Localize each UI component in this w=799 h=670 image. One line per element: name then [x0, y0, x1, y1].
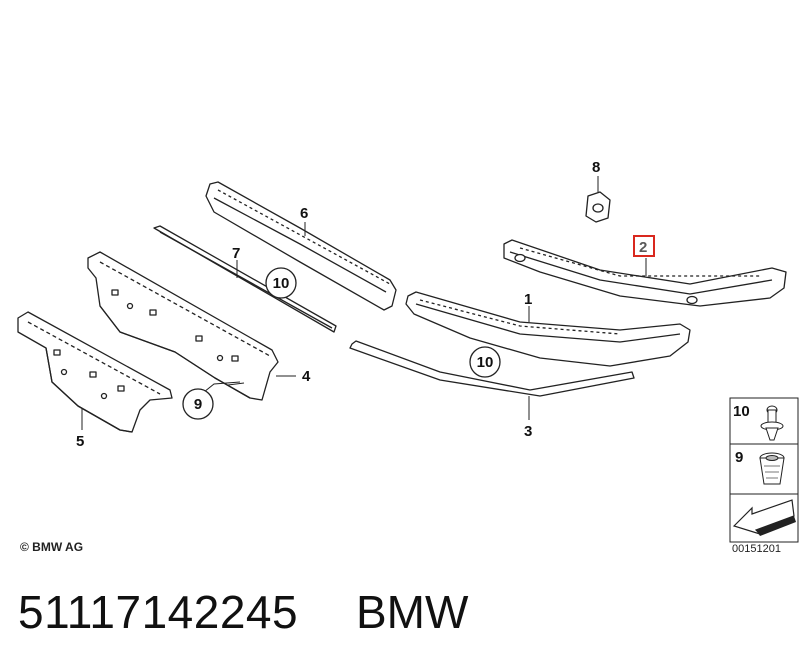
label-part-4: 4	[302, 368, 311, 385]
legend-label-9: 9	[735, 449, 743, 466]
part-3-lower-strip	[349, 340, 635, 397]
legend-label-10: 10	[733, 403, 750, 420]
leader-lines	[81, 176, 647, 430]
expanding-nut-icon	[759, 452, 785, 485]
svg-text:10: 10	[477, 354, 494, 371]
highlight-box	[633, 235, 655, 257]
part-8-clip	[585, 191, 611, 223]
part-2-moulding	[503, 239, 787, 307]
push-rivet-icon	[760, 405, 784, 441]
arrow-icon	[732, 499, 796, 536]
copyright-text: © BMW AG	[20, 540, 84, 554]
label-part-8: 8	[592, 159, 600, 176]
label-part-2: 2	[639, 239, 647, 256]
circle-label-10-a: 10	[265, 267, 297, 299]
label-part-7: 7	[232, 245, 240, 262]
label-part-1: 1	[524, 291, 532, 308]
part-number: 51117142245	[18, 586, 299, 638]
svg-text:9: 9	[194, 396, 202, 413]
part-6-moulding	[205, 181, 397, 311]
svg-text:10: 10	[273, 275, 290, 292]
circle-label-9: 9	[182, 388, 214, 420]
part-4-carrier	[87, 251, 279, 401]
document-number: 00151201	[732, 543, 781, 555]
part-5-plate-bracket	[17, 311, 173, 433]
label-part-6: 6	[300, 205, 308, 222]
label-part-3: 3	[524, 423, 532, 440]
circle-label-10-b: 10	[469, 346, 501, 378]
part-1-bumper-trim	[405, 291, 691, 367]
legend-panel: 10 9	[729, 397, 799, 543]
label-part-5: 5	[76, 433, 84, 450]
brand-name: BMW	[356, 586, 469, 638]
part-7-strip	[153, 225, 337, 333]
